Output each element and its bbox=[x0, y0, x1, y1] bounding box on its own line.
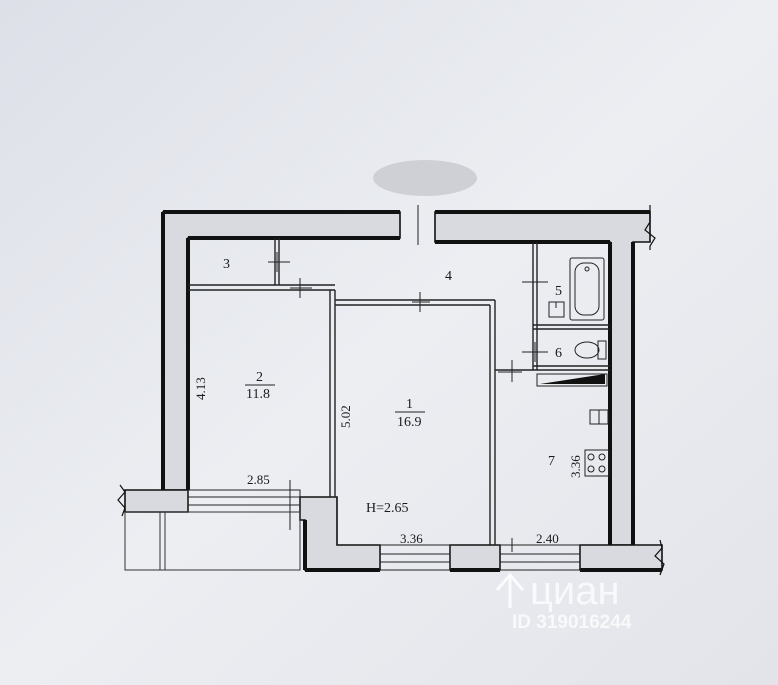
ventilation-shaft bbox=[540, 374, 605, 384]
ceiling-height: H=2.65 bbox=[366, 501, 409, 516]
balcony bbox=[124, 511, 301, 571]
stove bbox=[584, 449, 610, 477]
dimension-2-85: 2.85 bbox=[247, 472, 270, 487]
wall-emphasis bbox=[161, 210, 662, 572]
redaction-blur bbox=[373, 160, 477, 196]
dimension-5-02: 5.02 bbox=[338, 405, 353, 428]
room-3-number: 3 bbox=[223, 257, 230, 272]
toilet bbox=[574, 340, 607, 360]
door-marks bbox=[268, 205, 548, 552]
room-1-number: 1 bbox=[406, 397, 413, 412]
dimension-3-36-kitchen: 3.36 bbox=[568, 455, 583, 478]
wall-break-marks bbox=[117, 205, 665, 576]
room-2-area: 11.8 bbox=[246, 387, 270, 402]
room-4-number: 4 bbox=[445, 269, 452, 284]
dimension-3-36-bottom: 3.36 bbox=[400, 531, 423, 546]
bathtub bbox=[569, 257, 605, 321]
kitchen-sink bbox=[589, 409, 609, 425]
dimension-2-40: 2.40 bbox=[536, 531, 559, 546]
watermark-id: ID 319016244 bbox=[512, 612, 632, 633]
sink bbox=[548, 301, 565, 318]
ventilation-shaft-frame bbox=[536, 373, 608, 387]
room-2-number: 2 bbox=[256, 370, 263, 385]
watermark-logo-icon bbox=[495, 572, 525, 608]
room-7-number: 7 bbox=[548, 454, 555, 469]
dimension-4-13: 4.13 bbox=[193, 377, 208, 400]
windows bbox=[187, 489, 581, 571]
partitions bbox=[188, 238, 610, 545]
watermark-brand: циан bbox=[530, 569, 620, 613]
room-6-number: 6 bbox=[555, 346, 562, 361]
room-5-number: 5 bbox=[555, 284, 562, 299]
room-1-area: 16.9 bbox=[397, 415, 422, 430]
